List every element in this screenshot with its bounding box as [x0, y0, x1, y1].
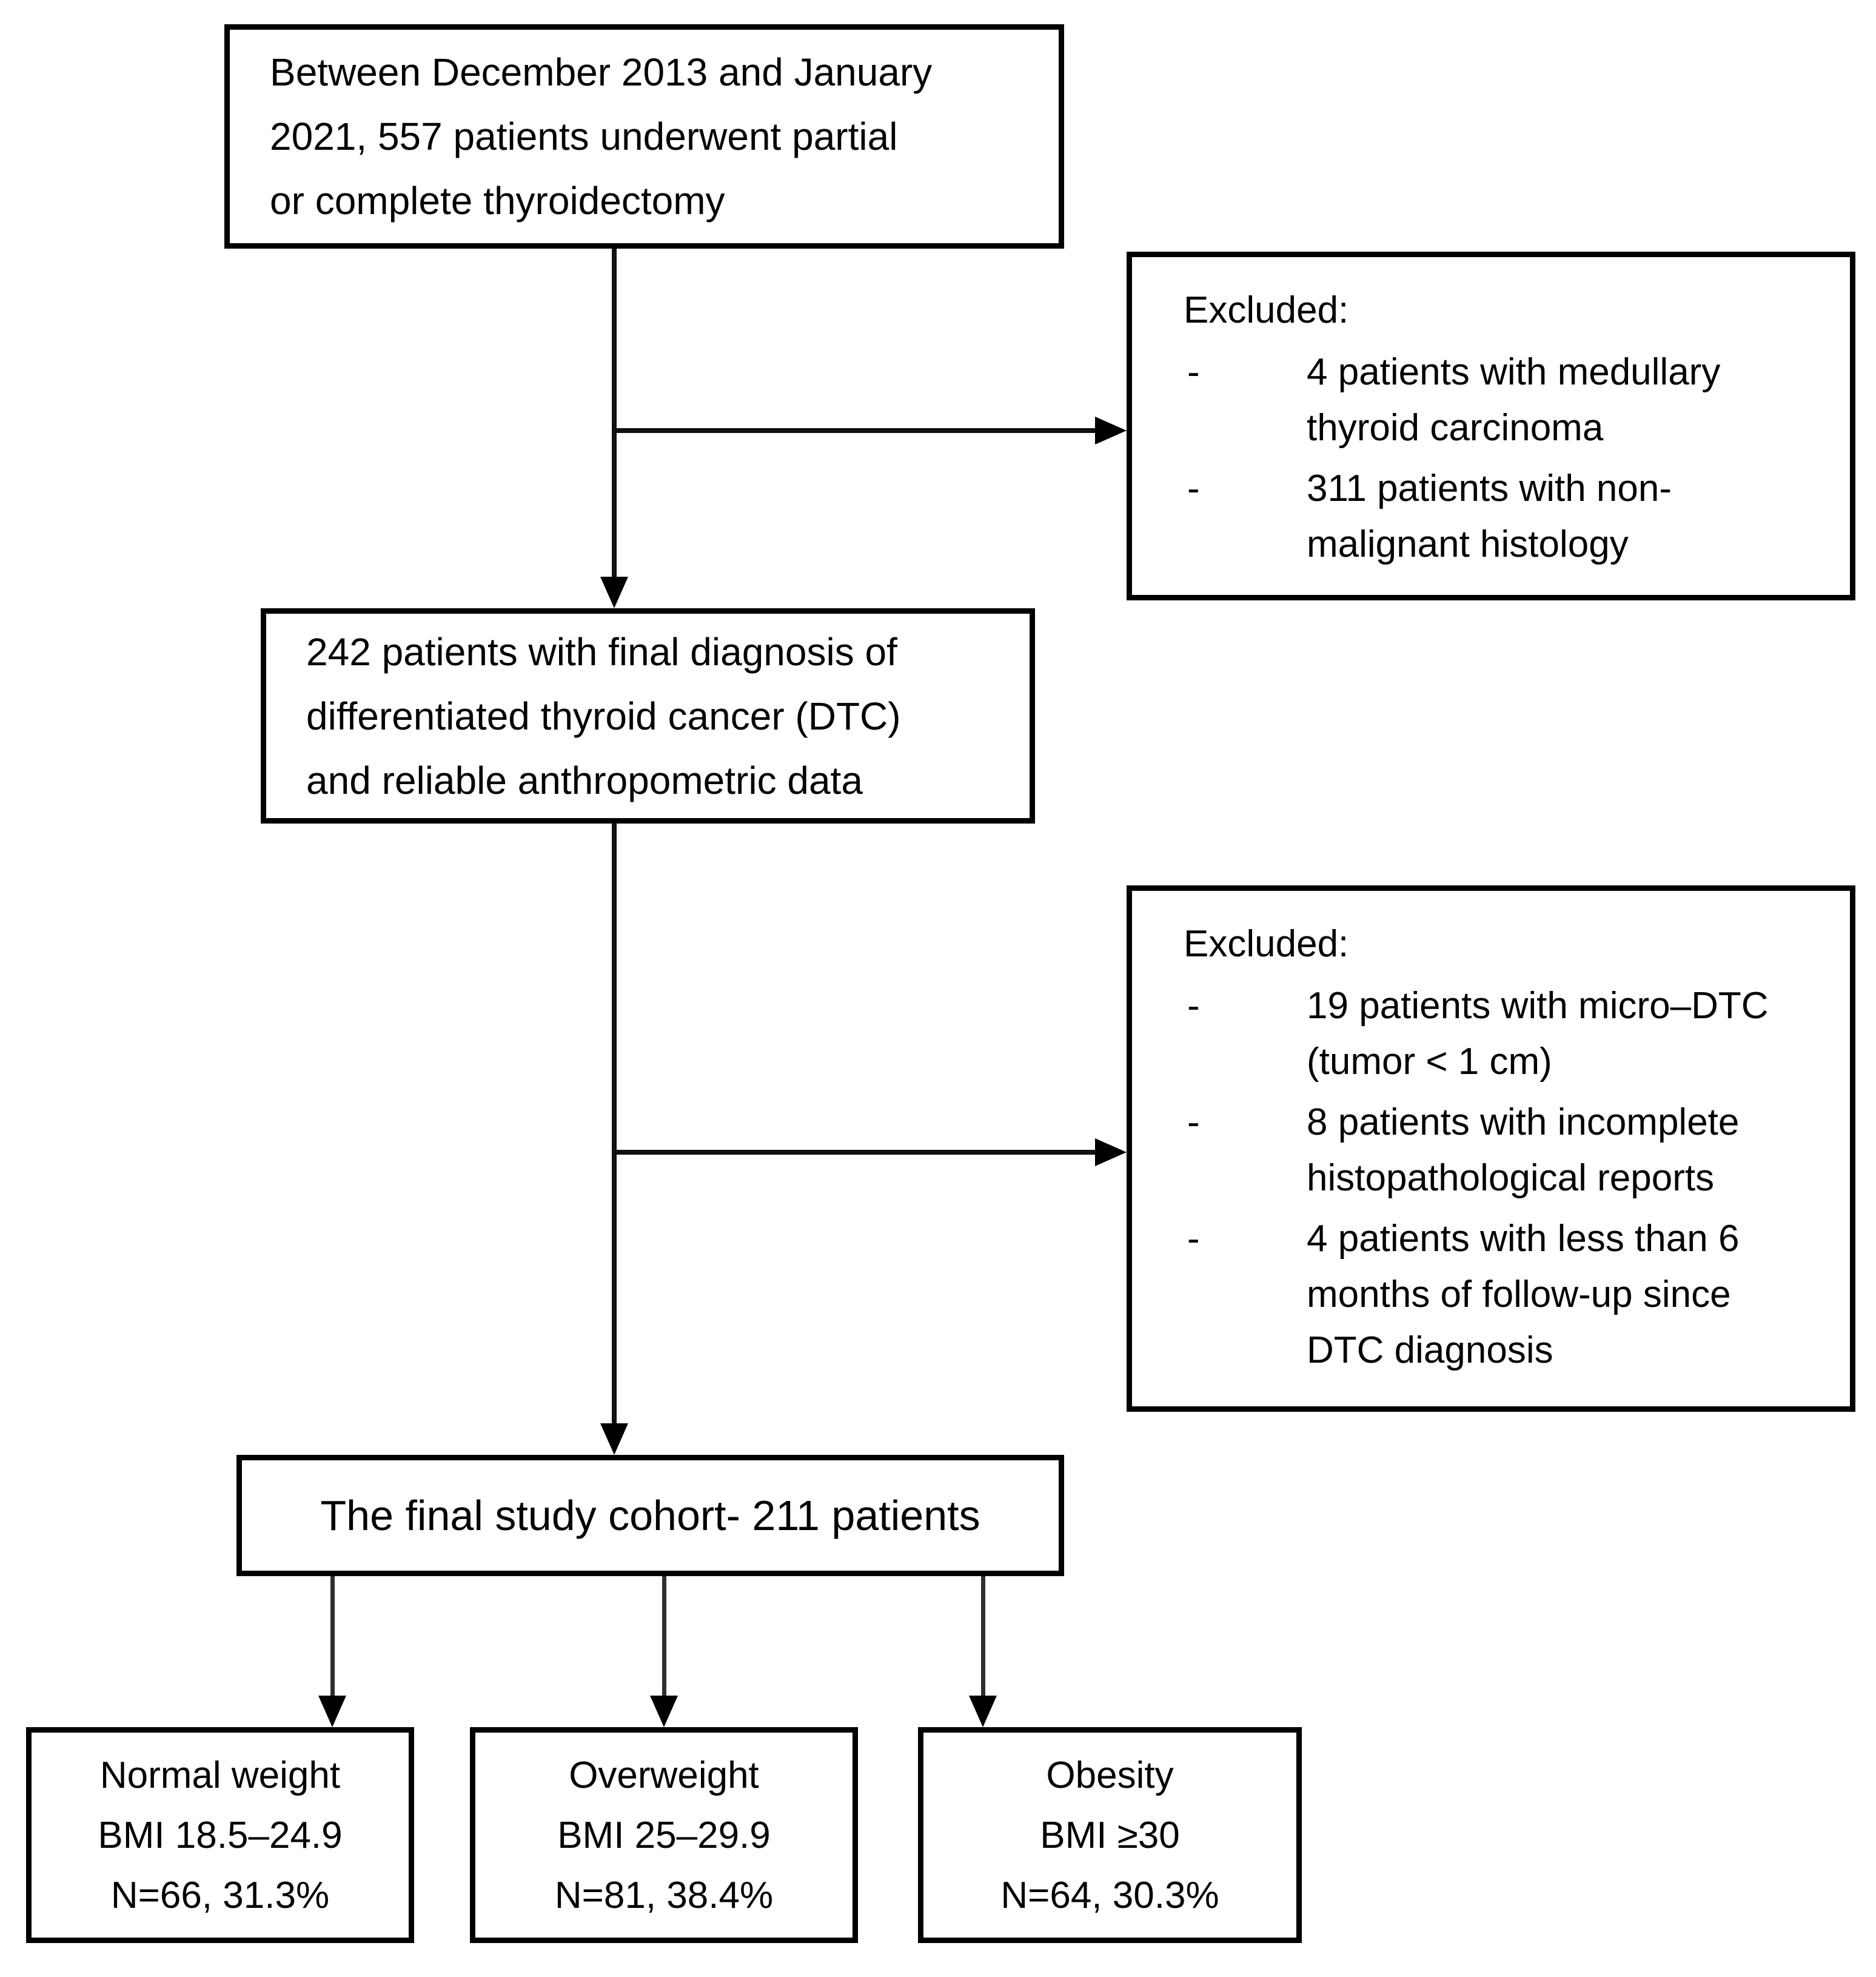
box-initial-cohort-text: Between December 2013 and January 2021, … [270, 50, 933, 223]
excluded-2-item-text: 19 patients with micro–DTC (tumor < 1 cm… [1307, 985, 1769, 1082]
connector-top-to-middle [612, 249, 617, 579]
bullet-marker: - [1187, 1218, 1200, 1260]
excluded-2-item-text: 8 patients with incomplete histopatholog… [1307, 1101, 1740, 1199]
overweight-n: N=81, 38.4% [554, 1874, 774, 1916]
excluded-2-item: - 4 patients with less than 6 months of … [1184, 1211, 1832, 1378]
arrowhead-right-icon [1095, 417, 1127, 445]
bullet-marker: - [1187, 1101, 1200, 1143]
obesity-n: N=64, 30.3% [1000, 1874, 1219, 1916]
box-initial-cohort: Between December 2013 and January 2021, … [224, 24, 1064, 249]
bullet-marker: - [1187, 351, 1200, 393]
arrowhead-down-icon [600, 577, 628, 608]
excluded-2-item: - 19 patients with micro–DTC (tumor < 1 … [1184, 978, 1832, 1090]
excluded-1-item-text: 4 patients with medullary thyroid carcin… [1307, 351, 1721, 449]
excluded-2-item-text: 4 patients with less than 6 months of fo… [1307, 1218, 1740, 1371]
arrowhead-down-icon [969, 1696, 997, 1727]
bullet-marker: - [1187, 985, 1200, 1027]
arrowhead-down-icon [650, 1696, 678, 1727]
box-dtc-cohort: 242 patients with final diagnosis of dif… [261, 608, 1035, 824]
connector-to-excluded-1 [614, 428, 1096, 433]
arrowhead-down-icon [600, 1423, 628, 1455]
excluded-1-item-text: 311 patients with non- malignant histolo… [1307, 468, 1672, 565]
arrowhead-down-icon [318, 1696, 346, 1727]
connector-final-to-overweight [662, 1576, 666, 1697]
arrowhead-right-icon [1095, 1138, 1127, 1166]
box-final-cohort: The final study cohort- 211 patients [236, 1455, 1064, 1576]
excluded-2-item: - 8 patients with incomplete histopathol… [1184, 1095, 1832, 1206]
box-normal-weight: Normal weight BMI 18.5–24.9 N=66, 31.3% [26, 1727, 414, 1943]
box-dtc-cohort-text: 242 patients with final diagnosis of dif… [306, 629, 901, 802]
connector-final-to-obesity [981, 1576, 985, 1697]
box-overweight: Overweight BMI 25–29.9 N=81, 38.4% [470, 1727, 858, 1943]
connector-middle-to-final [612, 824, 617, 1425]
box-excluded-1: Excluded: - 4 patients with medullary th… [1127, 252, 1855, 600]
box-obesity: Obesity BMI ≥30 N=64, 30.3% [918, 1727, 1302, 1943]
box-excluded-2: Excluded: - 19 patients with micro–DTC (… [1127, 885, 1855, 1412]
normal-weight-n: N=66, 31.3% [110, 1874, 330, 1916]
obesity-title: Obesity [1046, 1754, 1174, 1796]
bullet-marker: - [1187, 468, 1200, 509]
connector-to-excluded-2 [614, 1150, 1096, 1155]
box-final-cohort-text: The final study cohort- 211 patients [320, 1492, 980, 1539]
normal-weight-bmi: BMI 18.5–24.9 [98, 1814, 343, 1856]
excluded-1-item: - 4 patients with medullary thyroid carc… [1184, 344, 1832, 456]
excluded-1-item: - 311 patients with non- malignant histo… [1184, 461, 1832, 572]
normal-weight-title: Normal weight [99, 1754, 341, 1796]
obesity-bmi: BMI ≥30 [1040, 1814, 1180, 1856]
overweight-bmi: BMI 25–29.9 [557, 1814, 771, 1856]
excluded-2-heading: Excluded: [1184, 923, 1349, 965]
overweight-title: Overweight [569, 1754, 759, 1796]
excluded-1-heading: Excluded: [1184, 289, 1349, 331]
connector-final-to-normal [330, 1576, 335, 1697]
